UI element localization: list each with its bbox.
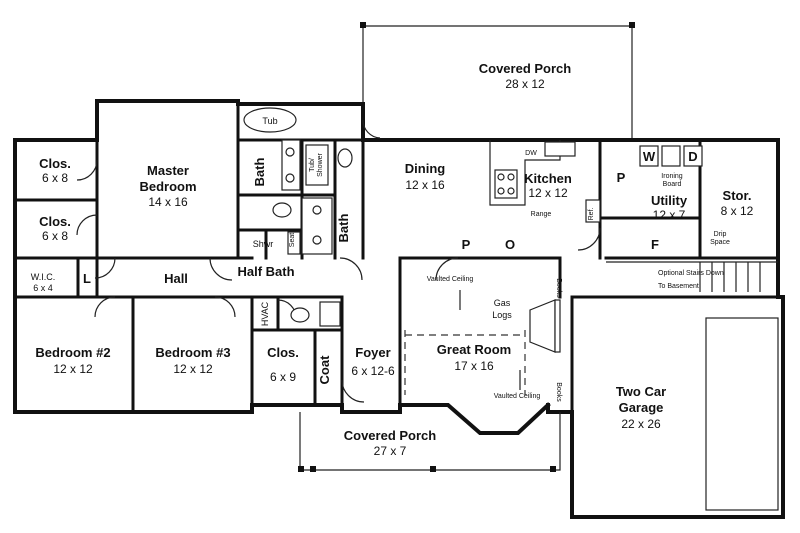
- ironing-1: Ironing: [661, 173, 683, 180]
- wic-name: W.I.C.: [31, 272, 56, 282]
- bedroom-2-name: Bedroom #2: [35, 345, 110, 360]
- linen-label: L: [83, 271, 91, 286]
- kitchen-name: Kitchen: [524, 171, 572, 186]
- closet-hall-name: Clos.: [267, 345, 299, 360]
- stairs-2: To Basement: [658, 283, 699, 290]
- tub-icon: [243, 107, 297, 133]
- kitchen-dim: 12 x 12: [528, 186, 568, 200]
- foyer-name: Foyer: [355, 345, 390, 360]
- exterior-wall: [13, 99, 785, 519]
- wic-dim: 6 x 4: [33, 283, 53, 293]
- ref-label: Ref.: [588, 208, 595, 221]
- stairs-1: Optional Stairs Down: [658, 270, 724, 277]
- books-top: Books: [555, 278, 562, 298]
- closet-upper-name: Clos.: [39, 156, 71, 171]
- rear-porch-dim: 28 x 12: [505, 77, 545, 91]
- washer-label: W: [643, 149, 656, 164]
- garage-name-2: Garage: [619, 400, 664, 415]
- vaulted-top: Vaulted Ceiling: [427, 276, 474, 283]
- dining-dim: 12 x 16: [405, 178, 445, 192]
- fixtures: [243, 107, 779, 511]
- hall-name: Hall: [164, 271, 188, 286]
- books-bottom: Books: [555, 382, 562, 402]
- closet-lower-name: Clos.: [39, 214, 71, 229]
- bedroom-3-name: Bedroom #3: [155, 345, 230, 360]
- ironing-2: Board: [663, 181, 682, 188]
- bedroom-2-dim: 12 x 12: [53, 362, 93, 376]
- great-room-name: Great Room: [437, 342, 511, 357]
- interior-walls: [13, 102, 780, 414]
- dining-p-label: P: [462, 237, 471, 252]
- furnace-label: F: [651, 237, 659, 252]
- gas-1: Gas: [494, 298, 511, 308]
- rear-porch-name: Covered Porch: [479, 61, 572, 76]
- master-name-1: Master: [147, 163, 189, 178]
- coat-name: Coat: [317, 355, 332, 385]
- closet-upper-dim: 6 x 8: [42, 171, 68, 185]
- storage-dim: 8 x 12: [721, 204, 754, 218]
- bath-2-name: Bath: [336, 213, 351, 242]
- tub-label: Tub: [262, 116, 277, 126]
- seat-label: Seat: [289, 233, 296, 247]
- tub-shower-1: Tub/: [309, 158, 316, 172]
- dryer-label: D: [688, 149, 697, 164]
- dw-label: DW: [525, 150, 537, 157]
- drip-2: Space: [710, 239, 730, 246]
- garage-dim: 22 x 26: [621, 417, 661, 431]
- half-bath-name: Half Bath: [237, 264, 294, 279]
- door-swings: [76, 119, 601, 403]
- range-label: Range: [531, 211, 552, 218]
- tub-shower-icon: [305, 144, 329, 186]
- utility-name: Utility: [651, 193, 688, 208]
- vaulted-bottom: Vaulted Ceiling: [494, 393, 541, 400]
- closet-lower-dim: 6 x 8: [42, 229, 68, 243]
- master-dim: 14 x 16: [148, 195, 188, 209]
- garage-name-1: Two Car: [616, 384, 666, 399]
- dining-name: Dining: [405, 161, 445, 176]
- foyer-dim: 6 x 12-6: [351, 364, 395, 378]
- master-bath-name: Bath: [252, 157, 267, 186]
- tub-shower-2: Shower: [317, 152, 324, 176]
- drip-1: Drip: [714, 231, 727, 238]
- closet-hall-dim: 6 x 9: [270, 370, 296, 384]
- dining-o-label: O: [505, 237, 515, 252]
- range-icon: [494, 169, 518, 199]
- rear-porch: [360, 22, 635, 140]
- hvac-label: HVAC: [260, 301, 270, 326]
- toilet-icon: [337, 148, 353, 168]
- gas-2: Logs: [492, 310, 512, 320]
- shower-name: Shwr: [253, 239, 274, 249]
- bedroom-3-dim: 12 x 12: [173, 362, 213, 376]
- pantry-label: P: [617, 170, 626, 185]
- master-name-2: Bedroom: [139, 179, 196, 194]
- storage-name: Stor.: [723, 188, 752, 203]
- utility-dim: 12 x 7: [653, 208, 686, 222]
- great-room-dim: 17 x 16: [454, 359, 494, 373]
- front-porch-name: Covered Porch: [344, 428, 437, 443]
- front-porch-dim: 27 x 7: [374, 444, 407, 458]
